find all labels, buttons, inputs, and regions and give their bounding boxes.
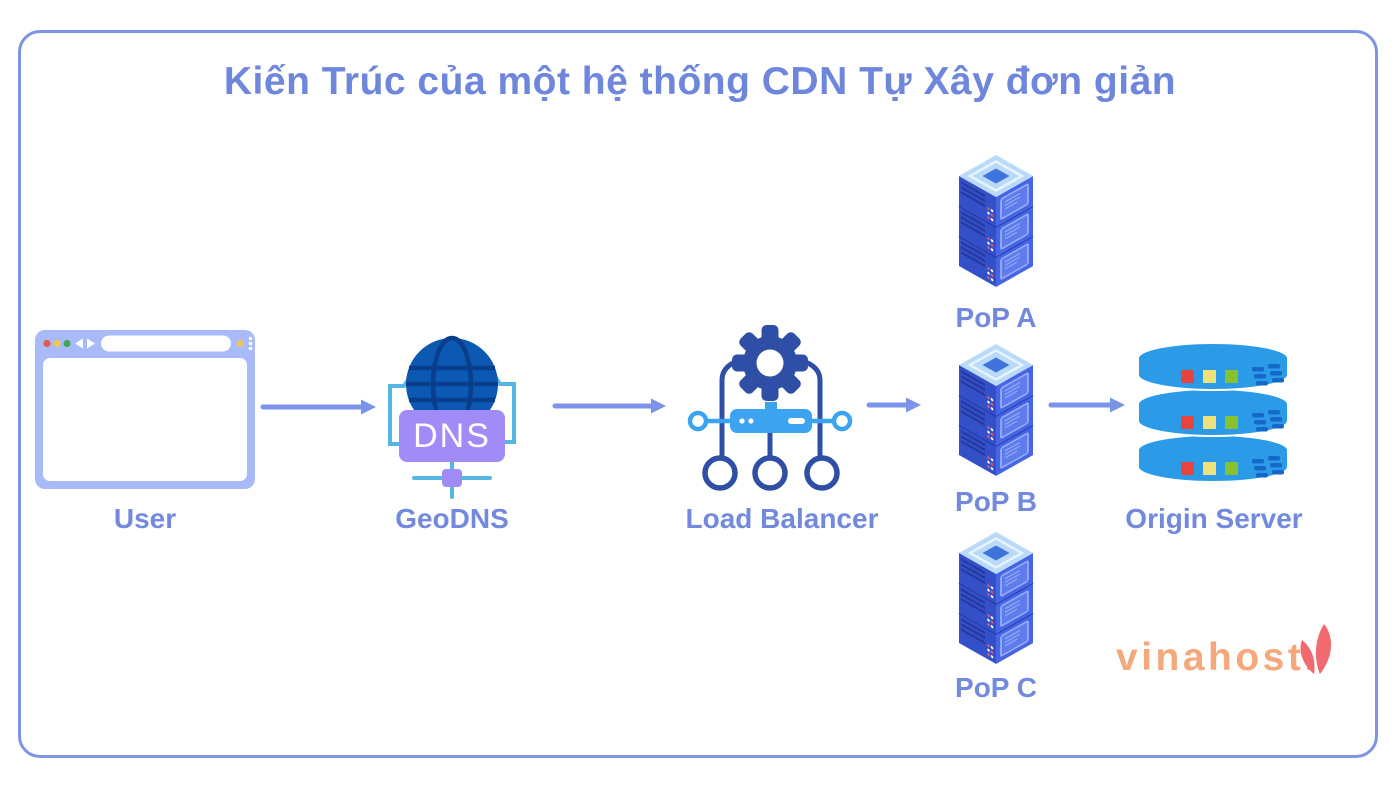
node-user-label: User [113,503,177,534]
lb-bar-dot [748,418,754,424]
browser-url-bar [101,335,231,352]
server-rack-icon-pop-a [958,155,1034,289]
database-stack-icon [1138,343,1288,483]
node-pop-c-label: PoP C [955,672,1037,703]
vinahost-logo-text: vinahost. [1116,636,1319,679]
lb-right-port [831,410,853,432]
browser-minimize-dot [53,339,61,348]
lb-bar [730,409,812,433]
lb-bar-slot [788,418,805,424]
node-load-balancer-label: Load Balancer [685,503,879,534]
lb-target-node [752,455,788,491]
diagram-border [18,30,1378,758]
lb-target-node [702,455,738,491]
dns-badge-text: DNS [413,417,491,455]
diagram-title: Kiến Trúc của một hệ thống CDN Tự Xây đơ… [223,60,1177,103]
lb-bar-dot [739,418,745,424]
load-balancer-icon [687,325,853,491]
browser-window-icon [35,330,255,489]
node-pop-b-label: PoP B [955,486,1037,517]
server-rack-icon-pop-c [958,532,1034,666]
browser-viewport [43,358,247,481]
forward-arrow-icon [87,338,95,349]
v-check-icon [1300,624,1332,674]
lb-bar-tab [765,402,777,410]
node-origin-server-label: Origin Server [1125,503,1303,534]
back-arrow-icon [75,338,83,349]
node-pop-a-label: PoP A [955,302,1037,333]
browser-menu-icon [248,336,253,351]
node-geodns-label: GeoDNS [395,503,509,534]
browser-maximize-dot [63,339,71,348]
bookmark-star-icon [234,338,246,348]
lb-left-port [687,410,709,432]
dns-globe-icon: DNS [388,335,516,499]
gear-icon [732,325,808,401]
server-rack-icon-pop-b [958,344,1034,478]
browser-close-dot [43,339,51,348]
dns-badge [399,410,505,462]
lb-target-node [804,455,840,491]
network-node [442,469,462,487]
